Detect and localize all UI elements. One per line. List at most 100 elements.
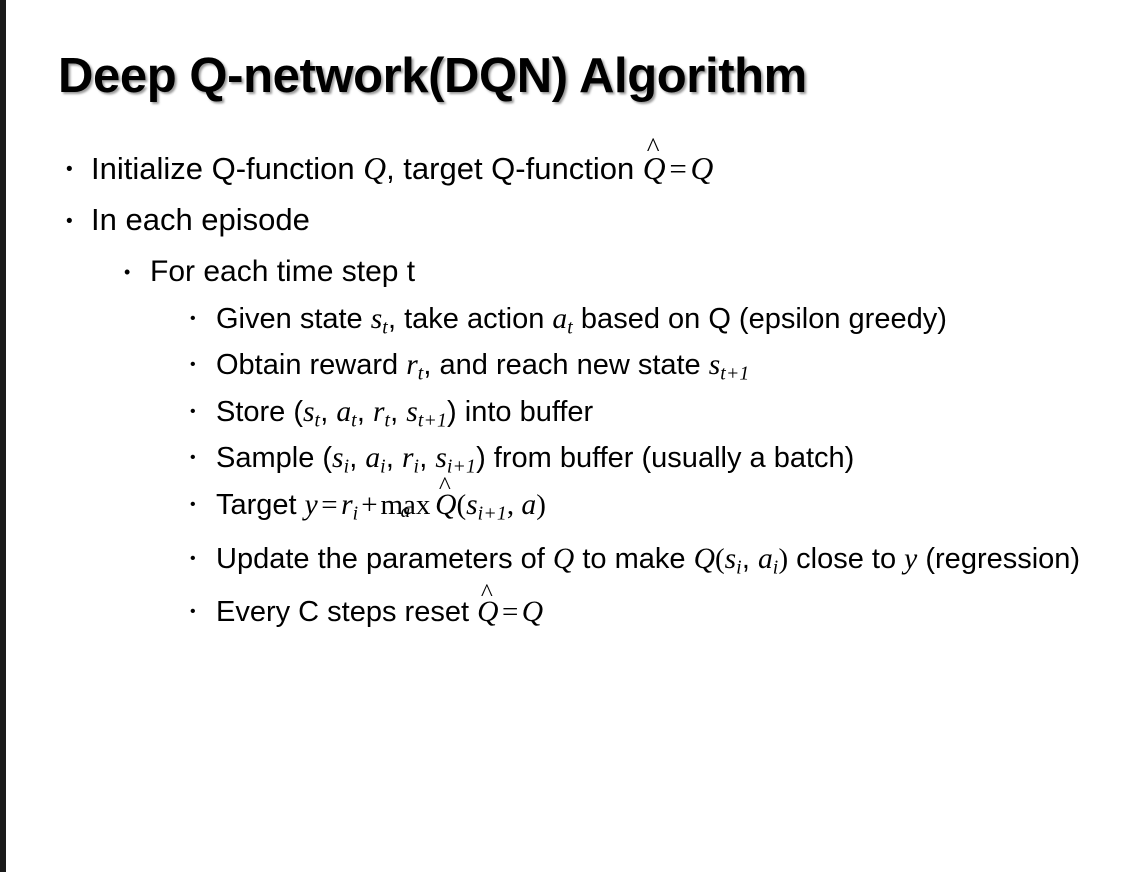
text-segment: ) from buffer (usually a batch) bbox=[476, 442, 855, 475]
bullet-sample-text: Sample (si, ai, ri, si+1) from buffer (u… bbox=[216, 439, 1096, 480]
text-segment: , bbox=[385, 442, 402, 475]
math-var-q-hat: ^Q bbox=[435, 473, 457, 525]
bullet-marker-icon: • bbox=[190, 550, 196, 568]
math-subscript-i-plus-1: i+1 bbox=[446, 455, 477, 478]
bullet-every-c-steps: • Every C steps reset ^Q=Q bbox=[0, 580, 1124, 632]
math-subscript-t-plus-1: t+1 bbox=[720, 362, 750, 385]
bullet-marker-icon: • bbox=[66, 159, 73, 180]
text-segment: , bbox=[741, 543, 758, 576]
math-max-subscript: a bbox=[400, 501, 411, 523]
text-segment: based on Q (epsilon greedy) bbox=[572, 302, 947, 335]
text-segment: Initialize Q-function bbox=[91, 151, 364, 186]
bullet-in-each-episode: • In each episode bbox=[0, 200, 1124, 240]
math-var-s: s bbox=[708, 349, 721, 382]
bullet-update-parameters-text: Update the parameters of Q to make Q(si,… bbox=[216, 540, 1096, 581]
text-segment: , bbox=[356, 395, 373, 428]
math-subscript-i: i bbox=[380, 455, 386, 478]
text-segment: Obtain reward bbox=[216, 349, 407, 382]
text-segment: Update the parameters of bbox=[216, 543, 553, 576]
bullet-in-each-episode-text: In each episode bbox=[91, 202, 310, 238]
math-var-a: a bbox=[365, 442, 381, 475]
math-var-q-base: Q bbox=[435, 488, 457, 521]
math-subscript-i: i bbox=[772, 556, 779, 579]
math-subscript-t: t bbox=[351, 409, 357, 432]
bullet-initialize-text: Initialize Q-function Q, target Q-functi… bbox=[91, 134, 1124, 189]
left-accent-bar bbox=[0, 0, 6, 872]
math-var-s: s bbox=[370, 302, 383, 335]
math-subscript-i: i bbox=[352, 502, 359, 525]
math-subscript-i: i bbox=[413, 455, 420, 478]
math-equals: = bbox=[321, 488, 338, 521]
slide-body: • Initialize Q-function Q, target Q-func… bbox=[0, 134, 1124, 638]
math-max-label: max bbox=[380, 488, 431, 521]
math-var-r: r bbox=[406, 349, 418, 382]
text-segment: , bbox=[419, 442, 436, 475]
math-var-q-hat: ^Q bbox=[642, 134, 666, 189]
math-subscript-t: t bbox=[567, 316, 573, 339]
math-var-q: Q bbox=[552, 543, 575, 576]
text-segment: Sample ( bbox=[216, 442, 333, 475]
math-plus: + bbox=[361, 488, 378, 521]
text-segment: (regression) bbox=[917, 543, 1081, 576]
math-var-s: s bbox=[303, 395, 315, 428]
math-var-q-base: Q bbox=[642, 151, 666, 186]
bullet-marker-icon: • bbox=[190, 449, 196, 467]
math-var-q: Q bbox=[521, 595, 544, 628]
bullet-given-state-text: Given state st, take action at based on … bbox=[216, 300, 1096, 341]
bullet-marker-icon: • bbox=[124, 261, 131, 282]
bullet-obtain-reward: • Obtain reward rt, and reach new state … bbox=[0, 346, 1124, 387]
text-segment: , bbox=[320, 395, 337, 428]
math-subscript-i: i bbox=[343, 455, 350, 478]
math-var-q2: Q bbox=[690, 151, 714, 186]
text-segment: , target Q-function bbox=[386, 151, 643, 186]
bullet-store-text: Store (st, at, rt, st+1) into buffer bbox=[216, 393, 1096, 434]
text-segment: Target bbox=[216, 488, 305, 521]
bullet-initialize: • Initialize Q-function Q, target Q-func… bbox=[0, 134, 1124, 189]
bullet-for-each-time-step: • For each time step t bbox=[0, 252, 1124, 291]
math-var-a: a bbox=[521, 488, 537, 521]
math-subscript-t: t bbox=[382, 316, 388, 339]
math-paren-close: ) bbox=[536, 488, 546, 521]
text-segment: , take action bbox=[387, 302, 553, 335]
math-var-y: y bbox=[304, 488, 318, 521]
math-var-q2: Q bbox=[693, 543, 715, 576]
math-var-q-base: Q bbox=[477, 595, 499, 628]
text-segment: ) into buffer bbox=[447, 395, 594, 428]
bullet-marker-icon: • bbox=[190, 356, 196, 374]
bullet-marker-icon: • bbox=[190, 495, 196, 513]
math-var-r: r bbox=[341, 488, 353, 521]
math-comma: , bbox=[506, 488, 522, 521]
math-var-r: r bbox=[372, 395, 385, 428]
math-equals: = bbox=[669, 151, 687, 186]
text-segment: Every C steps reset bbox=[216, 595, 478, 628]
bullet-marker-icon: • bbox=[190, 309, 196, 327]
text-segment: , bbox=[349, 442, 366, 475]
text-segment: close to bbox=[788, 543, 905, 576]
text-segment: Store ( bbox=[216, 395, 304, 428]
math-subscript-t-plus-1: t+1 bbox=[417, 409, 448, 432]
math-equals: = bbox=[501, 595, 519, 628]
math-subscript-t: t bbox=[314, 409, 321, 432]
page-title: Deep Q-network(DQN) Algorithm bbox=[58, 49, 807, 103]
math-var-s: s bbox=[332, 442, 344, 475]
math-var-s: s bbox=[724, 543, 737, 576]
math-var-q-hat: ^Q bbox=[477, 580, 499, 632]
math-subscript-t: t bbox=[417, 362, 424, 385]
math-paren-open: ( bbox=[456, 488, 467, 521]
text-segment: , bbox=[390, 395, 407, 428]
bullet-sample: • Sample (si, ai, ri, si+1) from buffer … bbox=[0, 439, 1124, 480]
math-paren-close: ) bbox=[778, 543, 789, 576]
math-var-y: y bbox=[904, 543, 918, 576]
math-var-s2: s bbox=[406, 395, 418, 428]
math-subscript-t: t bbox=[384, 409, 391, 432]
bullet-marker-icon: • bbox=[190, 402, 196, 420]
bullet-marker-icon: • bbox=[190, 602, 196, 620]
text-segment: to make bbox=[574, 543, 694, 576]
bullet-store: • Store (st, at, rt, st+1) into buffer bbox=[0, 393, 1124, 434]
hat-accent-icon: ^ bbox=[646, 132, 660, 163]
math-subscript-i: i bbox=[736, 556, 742, 579]
